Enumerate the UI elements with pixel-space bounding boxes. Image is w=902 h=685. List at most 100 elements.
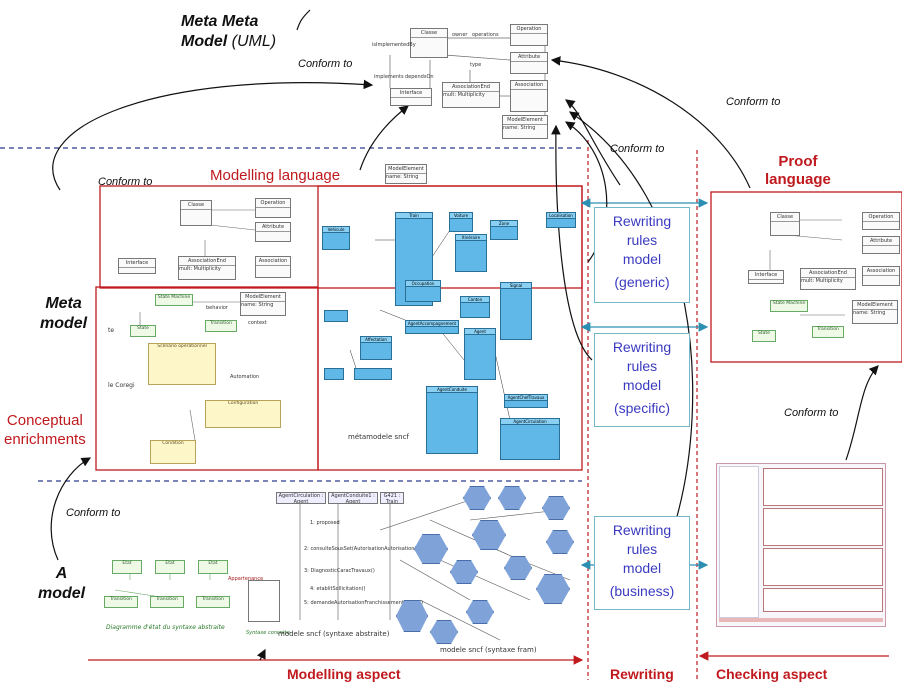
uml-label-type: type: [470, 62, 482, 68]
a-word: A: [55, 565, 68, 582]
uml-label-operations: operations: [472, 32, 499, 38]
meta-label-coregi: le Coregi: [108, 382, 135, 389]
a-model-word: model: [38, 585, 86, 602]
bb-signal-title: Signal: [501, 283, 531, 289]
meta-top-model-element: ModelElement: [386, 165, 426, 174]
bb-zone-title: Zone: [491, 221, 517, 227]
uml-association-title: Association: [511, 81, 547, 90]
proof-uml-classe: Classe: [770, 212, 800, 236]
model-transition-3: Transition: [196, 596, 230, 608]
uml-interface-title: Interface: [391, 89, 431, 98]
model-diag-abstract: Diagramme d'état du syntaxe abstraite: [106, 624, 225, 631]
meta-uml-operation: Operation: [255, 198, 291, 218]
proof-uml-attribute-title: Attribute: [863, 237, 899, 246]
meta-uml-attribute: Attribute: [255, 222, 291, 242]
uml-label-implements: implements: [374, 74, 404, 80]
bb-voiture: Voiture: [449, 212, 473, 232]
meta-state: State: [130, 325, 156, 337]
uml-classe-title: Classe: [411, 29, 447, 38]
rule-line-4: (specific): [613, 400, 670, 416]
uml-name-string: name: String: [503, 125, 536, 131]
proof-uml-interface-title: Interface: [749, 271, 783, 280]
model-transition-2: Transition: [150, 596, 184, 608]
rewriting-label: Rewriting: [610, 666, 674, 682]
automation-label: Automation: [230, 374, 260, 380]
bb-train-title: Train: [396, 213, 432, 219]
proof-uml-operation: Operation: [862, 212, 900, 230]
meta-model-label: Meta model: [40, 294, 87, 334]
proof-uml-classe-title: Classe: [771, 213, 799, 222]
meta-label-context: context: [248, 320, 267, 326]
meta-uml-classe: Classe: [180, 200, 212, 226]
meta-meta-line: Meta Meta: [181, 13, 259, 30]
bb-zone: Zone: [490, 220, 518, 240]
model-transition-1: Transition: [104, 596, 138, 608]
rewriting-rules-specific: Rewriting rules model (specific): [594, 333, 690, 427]
model-etat-3: Etat: [198, 560, 228, 574]
bb-signal: Signal: [500, 282, 532, 340]
bb-vehicule-title: Vehicule: [323, 227, 349, 233]
bb-occupation: Occupation: [405, 280, 441, 302]
checking-aspect-label: Checking aspect: [716, 666, 828, 682]
rule-line-4: (business): [609, 583, 675, 599]
rule-line-2: rules: [626, 541, 658, 557]
hex-node: [536, 574, 570, 604]
bb-localisation: Localisation: [546, 212, 576, 228]
meta-word: Meta: [45, 295, 82, 312]
rule-line-2: rules: [626, 358, 658, 374]
hex-node: [542, 496, 570, 520]
modelling-language-label: Modelling language: [210, 167, 341, 184]
seq-msg-2: 2: consulteSousSet(AutorisationAutorisat…: [304, 546, 417, 552]
proof-state: State: [752, 330, 776, 342]
conform-to-label-2: Conform to: [98, 176, 153, 188]
conform-to-label-3: Conform to: [726, 96, 781, 108]
bb-itineraire-title: Itinéraire: [456, 235, 486, 241]
hex-node: [546, 530, 574, 554]
rule-line-2: rules: [626, 232, 658, 248]
meta-meta-model-label: Meta Meta Model (UML): [181, 12, 276, 52]
uml-label-implemented: isImplementedBy: [372, 42, 416, 48]
proof-transition: Transition: [812, 326, 844, 338]
meta-state-machine: State Machine: [155, 294, 193, 306]
rule-line-4: (generic): [614, 274, 670, 290]
uml-multiplicity: mult: Multiplicity: [443, 92, 485, 98]
bb-canton-title: Canton: [461, 297, 489, 303]
scenario-title: Scénario opérationnel: [157, 344, 207, 349]
meta-uml-association-title: Association: [256, 257, 290, 266]
conform-to-label-1: Conform to: [298, 58, 353, 70]
bb-small-1: [324, 368, 344, 380]
seq-msg-5: 5: demandeAutorisationFranchissementSign…: [304, 600, 424, 606]
rule-line-3: model: [622, 251, 662, 267]
bb-affectation-title: Affectation: [361, 337, 391, 343]
proof-uml-association-end-title: AssociationEnd: [801, 269, 855, 278]
conceptual-word: Conceptual: [6, 412, 83, 429]
proof-uml-operation-title: Operation: [863, 213, 899, 222]
configuration-box: Configuration: [205, 400, 281, 428]
modelling-aspect-label: Modelling aspect: [287, 666, 401, 682]
uml-classe: Classe: [410, 28, 448, 58]
language-word: language: [765, 171, 831, 188]
proof-uml-interface: Interface: [748, 270, 784, 284]
meta-uml-classe-title: Classe: [181, 201, 211, 210]
uml-operation-title: Operation: [511, 25, 547, 34]
meta-uml-operation-title: Operation: [256, 199, 290, 208]
seq-head-3-text: G421 : Train: [383, 493, 401, 504]
uml-attribute: Attribute: [510, 52, 548, 74]
meta-uml-name-string: name: String: [241, 302, 274, 308]
scenario-box: Scénario opérationnel: [148, 343, 216, 385]
uml-association: Association: [510, 80, 548, 112]
model-abstraite-label: modele sncf (syntaxe abstraite): [278, 630, 390, 638]
seq-head-1: AgentCirculation : Agent: [276, 492, 326, 504]
metamodele-label: métamodele sncf: [348, 433, 409, 441]
model-syntax-concrete: Syntaxe concrète: [246, 630, 290, 636]
proof-uml-multiplicity: mult: Multiplicity: [801, 278, 843, 284]
uml-interface: Interface: [390, 88, 432, 106]
hex-node: [396, 600, 428, 632]
rewriting-rules-generic: Rewriting rules model (generic): [594, 207, 690, 303]
conceptual-enrichments-label: Conceptual enrichments: [4, 411, 86, 449]
bb-small-2: [354, 368, 392, 380]
proof-uml-name-string: name: String: [853, 310, 886, 316]
proof-uml-attribute: Attribute: [862, 236, 900, 254]
